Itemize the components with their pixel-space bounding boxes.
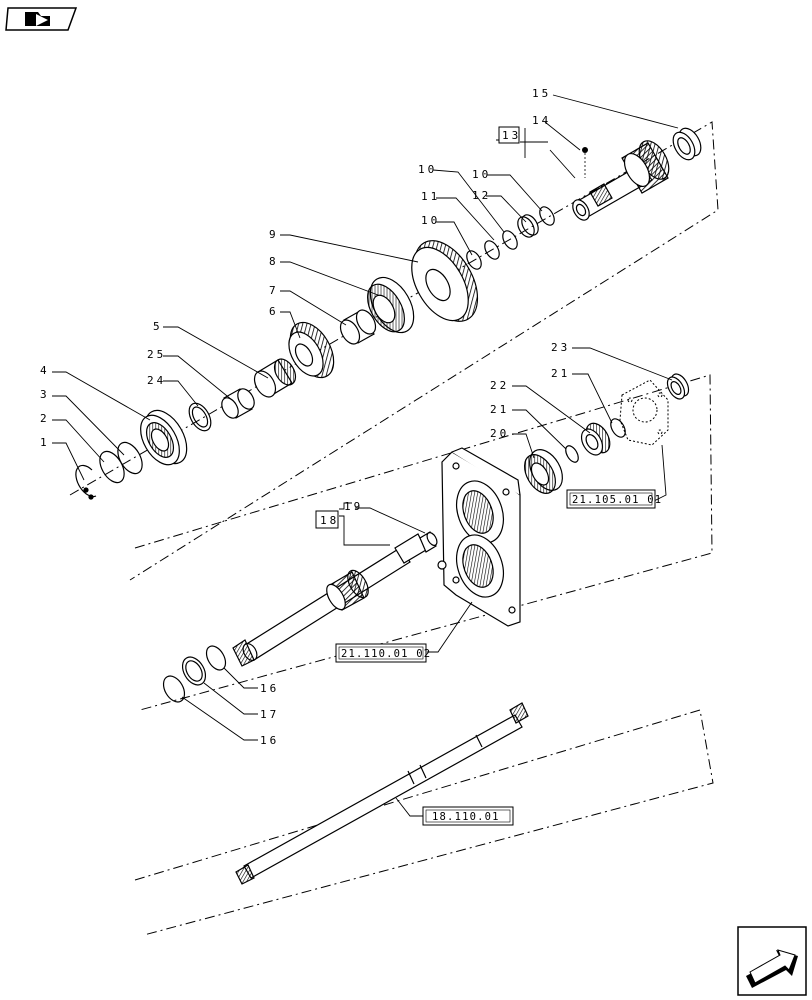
callout-10-top: 10: [418, 163, 437, 176]
ref-link-cover[interactable]: 21.105.01 01: [566, 489, 662, 509]
callout-1: 1: [40, 436, 50, 449]
callout-16-lower: 16: [260, 734, 279, 747]
ring-parts-1-2-3: [75, 441, 143, 500]
assembly-envelopes: [69, 121, 719, 936]
callout-18: 18: [320, 514, 339, 527]
callout-24: 24: [147, 374, 166, 387]
page-nav-button[interactable]: [5, 7, 78, 31]
callout-17: 17: [260, 708, 279, 721]
bearing-part-4: [140, 409, 188, 466]
callout-13-box: 13: [498, 126, 521, 144]
ring-parts-16-17: [162, 645, 227, 703]
leader-lines: [52, 94, 679, 817]
ring-part-21-lower: [565, 445, 579, 463]
ring-part-23: [666, 373, 690, 400]
ref-label-cover: 21.105.01 01: [572, 494, 662, 506]
callout-9: 9: [269, 228, 279, 241]
shaft-part-18: [232, 533, 427, 667]
next-page-arrow-icon: [746, 949, 798, 988]
ref-link-housing[interactable]: 21.110.01 02: [335, 643, 431, 663]
next-page-button[interactable]: [737, 926, 807, 996]
callout-labels: 1 2 3 4 5 25 24 6 7 8 9 10 11 10 10 12 1…: [40, 87, 570, 747]
callout-21-upper: 21: [551, 367, 570, 380]
callout-5: 5: [153, 320, 163, 333]
housing-plate-part: [437, 447, 521, 627]
ring-part-21-upper: [610, 418, 626, 438]
bearing-part-20: [524, 449, 563, 494]
callout-8: 8: [269, 255, 279, 268]
callout-13: 13: [502, 129, 521, 142]
bushing-part-25: [221, 388, 255, 419]
ref-label-shaft: 18.110.01: [432, 811, 500, 823]
bushing-part-7: [339, 309, 377, 345]
callout-23: 23: [551, 341, 570, 354]
callout-11: 11: [421, 190, 440, 203]
gear-part-6: [288, 321, 335, 379]
ref-link-shaft[interactable]: 18.110.01: [422, 806, 514, 826]
callout-6: 6: [269, 305, 279, 318]
callout-22: 22: [490, 379, 509, 392]
callout-10-right: 10: [472, 168, 491, 181]
cover-phantom-part: [619, 379, 669, 446]
envelope-top-assembly: [69, 121, 719, 581]
callout-20: 20: [490, 427, 509, 440]
ring-part-24: [188, 402, 212, 432]
callout-14: 14: [532, 114, 551, 127]
page-nav-icon: [25, 12, 50, 26]
pin-part-14: [582, 147, 588, 178]
callout-4: 4: [40, 364, 50, 377]
bushing-part-5: [253, 358, 297, 398]
callout-15: 15: [532, 87, 551, 100]
callout-18-box: 18: [315, 510, 339, 529]
ref-label-housing: 21.110.01 02: [341, 648, 431, 660]
synchronizer-part-8: [367, 276, 415, 334]
bushing-part-15: [672, 127, 702, 161]
callout-7: 7: [269, 284, 279, 297]
ring-parts-10-11-12: [466, 206, 555, 270]
callout-19: 19: [344, 500, 363, 513]
envelope-bottom-assembly: [134, 709, 714, 936]
callout-21-lower: 21: [490, 403, 509, 416]
gear-part-9: [411, 240, 479, 322]
bearing-part-22: [580, 422, 611, 456]
callout-16-upper: 16: [260, 682, 279, 695]
callout-25: 25: [147, 348, 166, 361]
shaft-part-13: [572, 140, 670, 221]
callout-3: 3: [40, 388, 50, 401]
envelope-middle-assembly: [134, 374, 713, 711]
callout-12: 12: [472, 189, 491, 202]
callout-10-mid: 10: [421, 214, 440, 227]
long-shaft-part: [235, 702, 529, 885]
plug-part-19: [419, 531, 438, 553]
callout-2: 2: [40, 412, 50, 425]
